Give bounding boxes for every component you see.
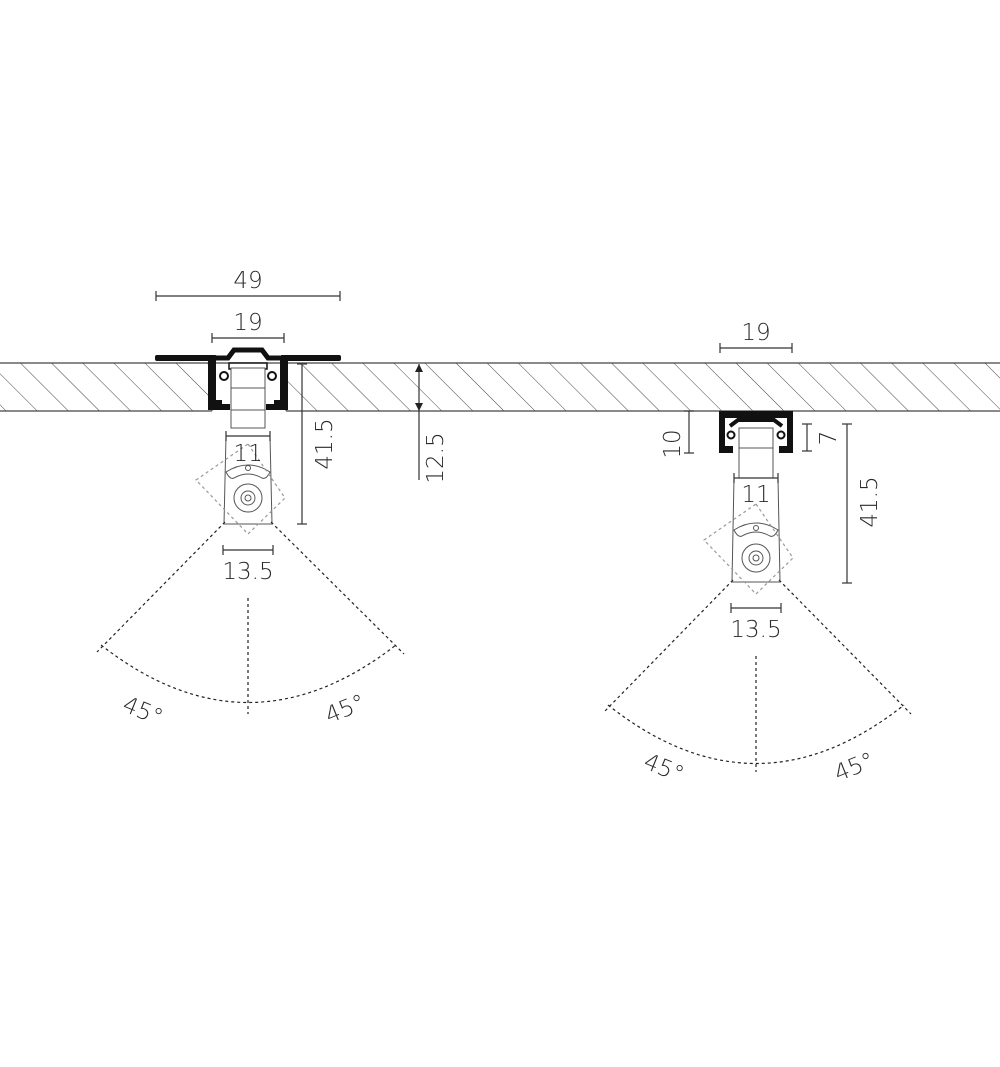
ceiling-hatch-left xyxy=(0,363,212,411)
dim-right-body-width: 11 xyxy=(733,473,779,508)
surface-track-profile xyxy=(719,411,793,453)
left-angle-right-label: 45° xyxy=(322,690,370,729)
dim-head-width-label: 13.5 xyxy=(222,559,273,585)
left-assembly: 49 19 xyxy=(96,268,449,731)
dim-right-profile-width: 19 xyxy=(719,320,793,353)
dim-flange-width-label: 49 xyxy=(233,268,262,294)
dim-right-head-width-label: 13.5 xyxy=(730,617,781,643)
left-beam-angle: 45° 45° xyxy=(96,521,405,731)
dim-ceiling-thickness: 12.5 xyxy=(415,364,449,484)
dim-right-profile-height-label: 10 xyxy=(660,429,686,458)
left-spotlight xyxy=(195,367,286,535)
dim-height-label: 41.5 xyxy=(312,418,338,469)
dim-flange-width: 49 xyxy=(155,268,341,301)
ceiling-hatch-right xyxy=(286,363,1000,411)
dim-body-width-label: 11 xyxy=(233,441,262,467)
dim-ceiling-thickness-label: 12.5 xyxy=(423,432,449,483)
ceiling-section xyxy=(0,362,1000,412)
dim-right-body-width-label: 11 xyxy=(741,482,770,508)
right-angle-left-label: 45° xyxy=(640,749,688,788)
right-beam-angle: 45° 45° xyxy=(603,579,912,788)
right-angle-right-label: 45° xyxy=(831,748,879,787)
dim-body-width: 11 xyxy=(225,431,271,467)
dim-right-profile-width-label: 19 xyxy=(741,320,770,346)
dim-right-head-width: 13.5 xyxy=(730,603,782,643)
dim-right-profile-height: 10 xyxy=(660,410,694,459)
dim-right-inner-height-label: 7 xyxy=(816,431,842,446)
left-angle-left-label: 45° xyxy=(119,692,167,731)
dim-height: 41.5 xyxy=(297,363,338,525)
recessed-track-profile xyxy=(155,347,341,410)
dim-profile-width: 19 xyxy=(211,310,285,343)
dim-right-inner-height: 7 xyxy=(802,423,842,452)
right-assembly: 19 10 xyxy=(603,320,912,788)
dim-head-width: 13.5 xyxy=(222,545,274,585)
dim-profile-width-label: 19 xyxy=(233,310,262,336)
dim-right-height-label: 41.5 xyxy=(857,476,883,527)
dim-right-height: 41.5 xyxy=(842,423,883,584)
